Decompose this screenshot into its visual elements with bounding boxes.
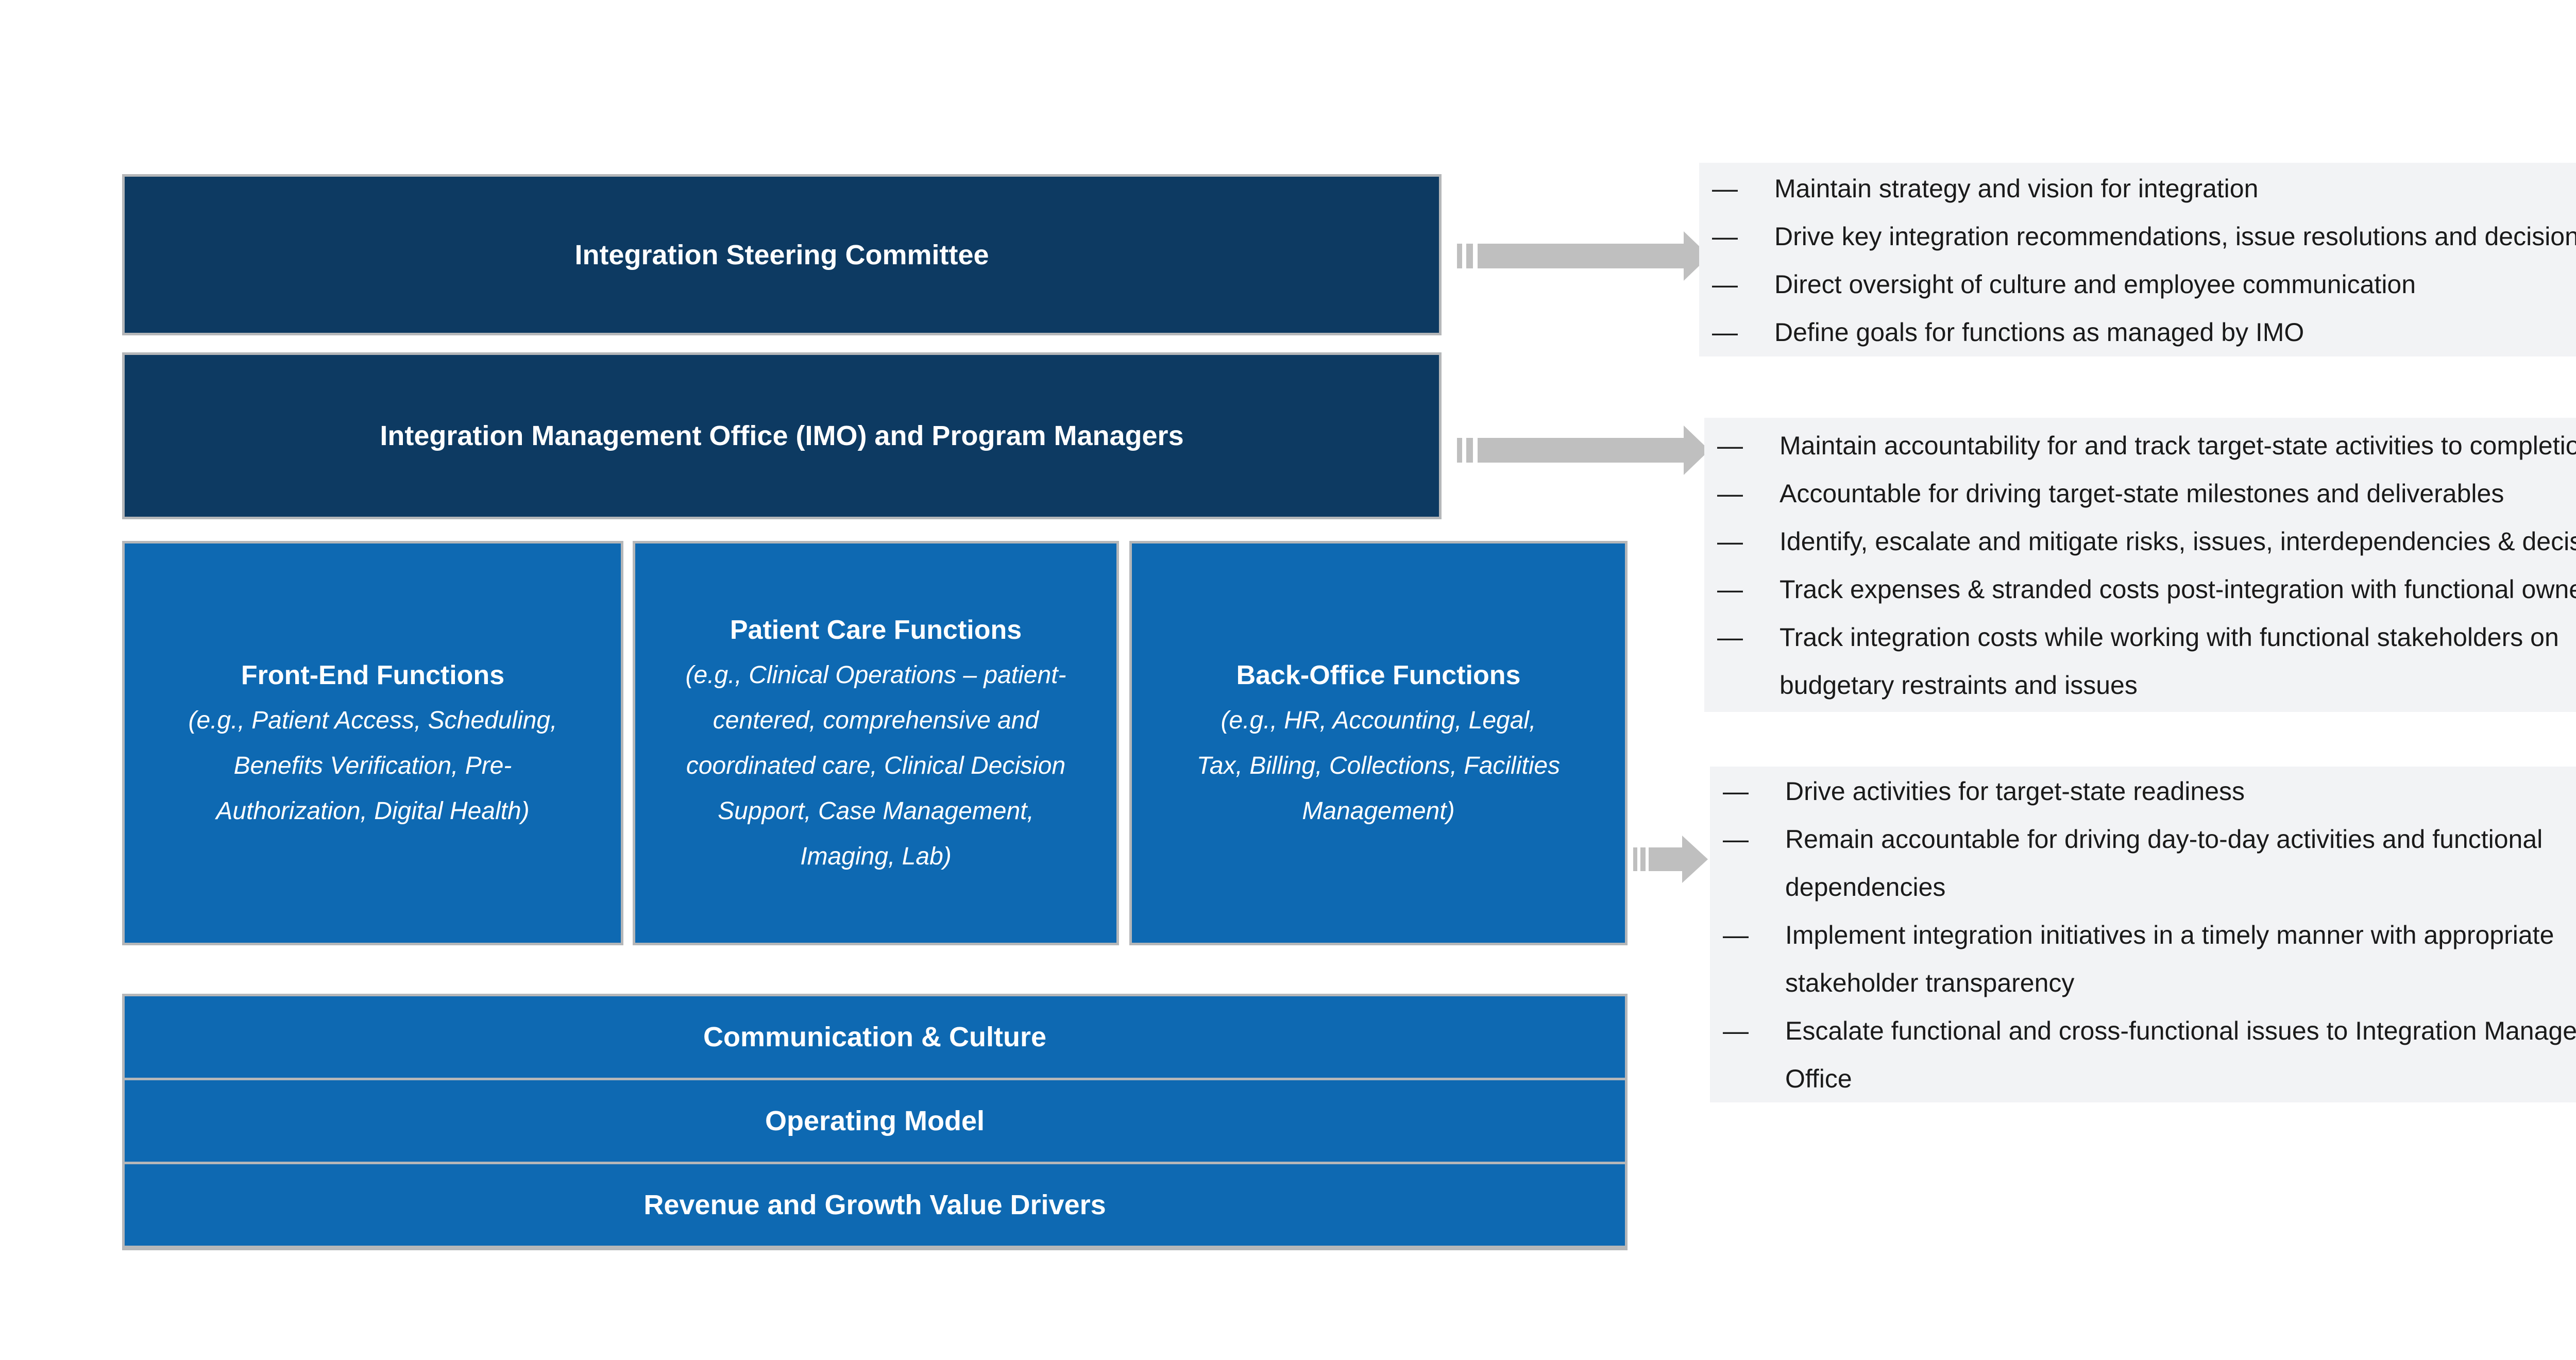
foundation-bar-operating-model: Operating Model bbox=[125, 1078, 1625, 1162]
em-dash-bullet: — bbox=[1717, 527, 1743, 556]
bullet-item: — Maintain strategy and vision for integ… bbox=[1699, 165, 2576, 213]
imo-title: Integration Management Office (IMO) and … bbox=[380, 420, 1184, 451]
bullet-item: — Track expenses & stranded costs post-i… bbox=[1704, 566, 2576, 614]
bullet-item: — Direct oversight of culture and employ… bbox=[1699, 261, 2576, 309]
steering-committee-box: Integration Steering Committee bbox=[122, 174, 1442, 335]
back-office-functions-detail: (e.g., HR, Accounting, Legal, Tax, Billi… bbox=[1196, 706, 1561, 825]
patient-care-functions-detail: (e.g., Clinical Operations – patient- ce… bbox=[685, 661, 1066, 870]
em-dash-bullet: — bbox=[1723, 1016, 1749, 1045]
functions-to-panel-arrow-icon bbox=[1633, 836, 1708, 883]
back-office-functions-box: Back-Office Functions (e.g., HR, Account… bbox=[1129, 541, 1628, 945]
bullet-item: — Remain accountable for driving day-to-… bbox=[1710, 815, 2576, 911]
foundation-bar-label: Operating Model bbox=[765, 1106, 985, 1136]
bullet-text: Escalate functional and cross-functional… bbox=[1785, 1016, 2576, 1093]
bullet-text: Track integration costs while working wi… bbox=[1780, 623, 2559, 700]
em-dash-bullet: — bbox=[1712, 174, 1738, 203]
patient-care-functions-title: Patient Care Functions bbox=[730, 615, 1022, 645]
em-dash-bullet: — bbox=[1717, 479, 1743, 508]
bullet-item: — Drive activities for target-state read… bbox=[1710, 768, 2576, 815]
foundation-bar-label: Communication & Culture bbox=[703, 1022, 1046, 1052]
bullet-text: Accountable for driving target-state mil… bbox=[1780, 479, 2504, 508]
patient-care-functions-box: Patient Care Functions (e.g., Clinical O… bbox=[633, 541, 1119, 945]
em-dash-bullet: — bbox=[1723, 921, 1749, 949]
em-dash-bullet: — bbox=[1712, 270, 1738, 299]
em-dash-bullet: — bbox=[1717, 431, 1743, 460]
imo-box: Integration Management Office (IMO) and … bbox=[122, 352, 1442, 519]
back-office-functions-title: Back-Office Functions bbox=[1236, 660, 1521, 690]
bullet-text: Drive activities for target-state readin… bbox=[1785, 777, 2245, 806]
imo-responsibilities-panel: — Maintain accountability for and track … bbox=[1704, 418, 2576, 712]
bullet-text: Define goals for functions as managed by… bbox=[1774, 318, 2304, 347]
em-dash-bullet: — bbox=[1723, 825, 1749, 854]
bullet-text: Drive key integration recommendations, i… bbox=[1774, 222, 2576, 251]
front-end-functions-box: Front-End Functions (e.g., Patient Acces… bbox=[122, 541, 623, 945]
em-dash-bullet: — bbox=[1723, 777, 1749, 806]
foundation-bar-label: Revenue and Growth Value Drivers bbox=[643, 1189, 1106, 1220]
bullet-item: — Track integration costs while working … bbox=[1704, 614, 2576, 709]
bullet-item: — Define goals for functions as managed … bbox=[1699, 309, 2576, 356]
bullet-item: — Identify, escalate and mitigate risks,… bbox=[1704, 518, 2576, 566]
front-end-functions-detail: (e.g., Patient Access, Scheduling, Benef… bbox=[188, 706, 557, 825]
imo-to-panel-arrow-icon bbox=[1457, 426, 1709, 475]
bullet-item: — Maintain accountability for and track … bbox=[1704, 422, 2576, 470]
functions-responsibilities-panel: — Drive activities for target-state read… bbox=[1710, 767, 2576, 1102]
bullet-text: Track expenses & stranded costs post-int… bbox=[1780, 575, 2576, 604]
em-dash-bullet: — bbox=[1717, 575, 1743, 604]
bullet-item: — Accountable for driving target-state m… bbox=[1704, 470, 2576, 518]
bullet-text: Identify, escalate and mitigate risks, i… bbox=[1780, 527, 2576, 556]
em-dash-bullet: — bbox=[1712, 222, 1738, 251]
bullet-item: — Implement integration initiatives in a… bbox=[1710, 911, 2576, 1007]
bullet-text: Implement integration initiatives in a t… bbox=[1785, 921, 2554, 997]
bullet-text: Maintain strategy and vision for integra… bbox=[1774, 174, 2259, 203]
foundation-bar-communication-culture: Communication & Culture bbox=[125, 996, 1625, 1078]
em-dash-bullet: — bbox=[1712, 318, 1738, 347]
foundation-bar-revenue-growth: Revenue and Growth Value Drivers bbox=[125, 1162, 1625, 1246]
bullet-text: Maintain accountability for and track ta… bbox=[1780, 431, 2576, 460]
bullet-item: — Drive key integration recommendations,… bbox=[1699, 213, 2576, 261]
steering-responsibilities-panel: — Maintain strategy and vision for integ… bbox=[1699, 163, 2576, 356]
steering-committee-title: Integration Steering Committee bbox=[574, 239, 989, 270]
foundation-stack: Communication & Culture Operating Model … bbox=[122, 994, 1628, 1250]
bullet-text: Remain accountable for driving day-to-da… bbox=[1785, 825, 2543, 902]
bullet-item: — Escalate functional and cross-function… bbox=[1710, 1007, 2576, 1102]
bullet-text: Direct oversight of culture and employee… bbox=[1774, 270, 2416, 299]
em-dash-bullet: — bbox=[1717, 623, 1743, 652]
front-end-functions-title: Front-End Functions bbox=[241, 660, 505, 690]
steering-to-panel-arrow-icon bbox=[1457, 231, 1709, 281]
